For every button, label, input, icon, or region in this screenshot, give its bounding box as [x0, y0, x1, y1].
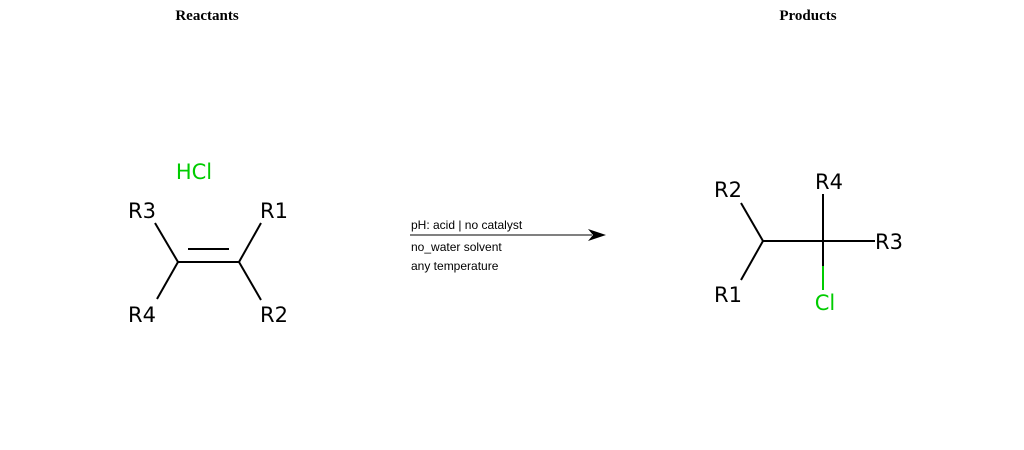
alkene-r2-label: R2: [260, 303, 288, 327]
arrowhead-icon: [588, 229, 606, 241]
bond-to-r1: [740, 240, 764, 281]
bond-to-r4: [156, 261, 179, 300]
product-r1-label: R1: [714, 283, 742, 307]
condition-temperature: any temperature: [411, 259, 499, 273]
bond-to-r2: [238, 261, 262, 301]
product-r3-label: R3: [875, 230, 903, 254]
bond-to-r1: [238, 222, 262, 263]
alkene-r3-label: R3: [128, 199, 156, 223]
product-cl-label: Cl: [815, 291, 836, 315]
bond-to-r3: [154, 222, 179, 263]
alkene-molecule: [154, 222, 262, 301]
hcl-reagent-label: HCl: [176, 160, 212, 184]
reactants-heading: Reactants: [175, 8, 239, 24]
reaction-arrow: [410, 229, 606, 241]
product-r2-label: R2: [714, 178, 742, 202]
condition-ph-catalyst: pH: acid | no catalyst: [411, 218, 523, 232]
alkene-r4-label: R4: [128, 303, 156, 327]
bond-to-r2: [740, 202, 764, 242]
product-molecule: [740, 194, 875, 290]
condition-solvent: no_water solvent: [411, 240, 502, 254]
alkene-r1-label: R1: [260, 199, 288, 223]
product-r4-label: R4: [815, 170, 843, 194]
products-heading: Products: [779, 8, 837, 24]
